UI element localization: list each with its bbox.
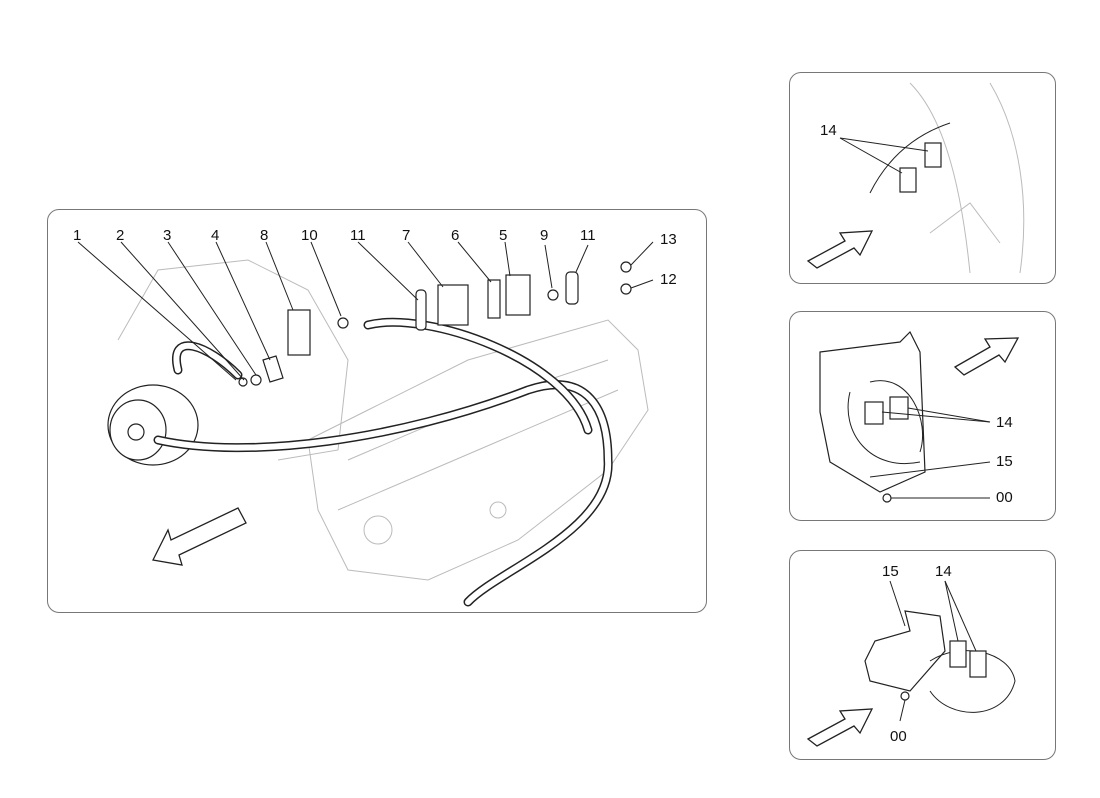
- callout-11a: 11: [350, 227, 366, 244]
- leader-lines: [77, 241, 654, 381]
- direction-arrow-icon: [806, 708, 874, 747]
- callout-8: 8: [260, 227, 268, 244]
- direction-arrow-icon: [152, 507, 247, 566]
- callout-1: 1: [73, 227, 81, 244]
- callout-00: 00: [996, 489, 1013, 506]
- callout-14: 14: [820, 122, 837, 139]
- direction-arrow-icon: [953, 337, 1020, 376]
- detail-top-drawing: 14: [806, 82, 1025, 274]
- detail-panel-middle: 14 15 00: [789, 311, 1056, 521]
- callout-15: 15: [996, 453, 1013, 470]
- callout-3: 3: [163, 227, 171, 244]
- callout-11b: 11: [580, 227, 596, 244]
- callout-13: 13: [660, 231, 677, 248]
- callout-14: 14: [996, 414, 1013, 431]
- callout-15: 15: [882, 563, 899, 580]
- callout-14: 14: [935, 563, 952, 580]
- callout-4: 4: [211, 227, 219, 244]
- detail-panel-top: 14: [789, 72, 1056, 284]
- callout-2: 2: [116, 227, 124, 244]
- alternator-part: [107, 384, 199, 466]
- callout-00: 00: [890, 728, 907, 745]
- detail-bottom-drawing: 15 14 00: [806, 563, 1016, 747]
- main-exploded-view-panel: 1 2 3 4 8 10 11 7 6 5 9 11 13 12: [47, 209, 707, 613]
- callout-7: 7: [402, 227, 410, 244]
- detail-middle-drawing: 14 15 00: [819, 330, 1020, 506]
- callout-12: 12: [660, 271, 677, 288]
- callout-6: 6: [451, 227, 459, 244]
- main-exploded-view-drawing: 1 2 3 4 8 10 11 7 6 5 9 11 13 12: [73, 227, 677, 607]
- callout-10: 10: [301, 227, 318, 244]
- callout-5: 5: [499, 227, 507, 244]
- callout-9: 9: [540, 227, 548, 244]
- detail-panel-bottom: 15 14 00: [789, 550, 1056, 760]
- direction-arrow-icon: [806, 230, 874, 269]
